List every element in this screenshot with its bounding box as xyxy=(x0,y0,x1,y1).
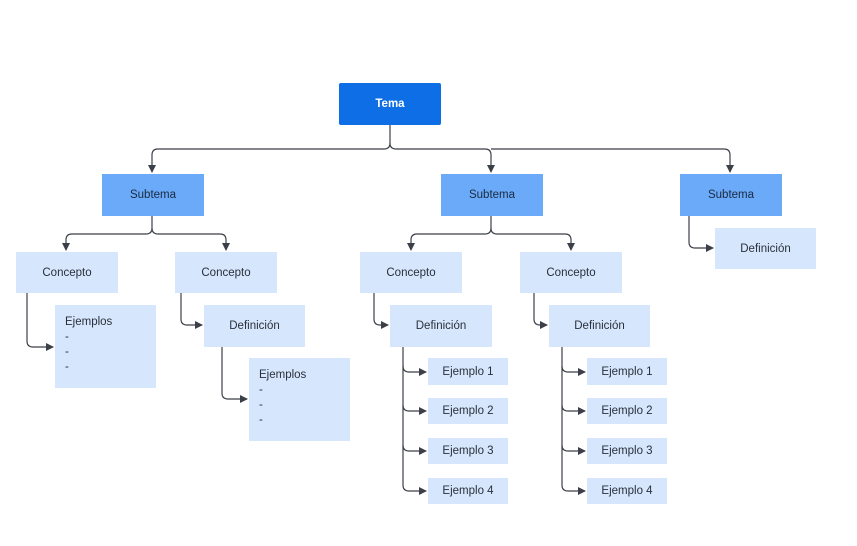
example-label: Ejemplo 3 xyxy=(601,445,653,457)
connector xyxy=(26,293,54,351)
example-bullet: - xyxy=(65,346,69,358)
definition-node[interactable]: Definición xyxy=(549,305,650,347)
concept-node-3[interactable]: Concepto xyxy=(360,252,462,293)
connector xyxy=(491,148,734,173)
definition-node[interactable]: Definición xyxy=(204,305,305,347)
example-node[interactable]: Ejemplo 1 xyxy=(587,358,667,385)
concept-node-4[interactable]: Concepto xyxy=(520,252,622,293)
connector xyxy=(688,216,714,252)
definition-node[interactable]: Definición xyxy=(390,305,492,347)
examples-title: Ejemplos xyxy=(65,316,113,328)
example-bullet: - xyxy=(259,414,263,426)
connector xyxy=(151,227,230,251)
connector xyxy=(561,404,586,415)
example-label: Ejemplo 3 xyxy=(442,445,494,457)
root-label: Tema xyxy=(375,98,405,110)
example-node[interactable]: Ejemplo 2 xyxy=(587,398,667,424)
connector xyxy=(561,444,586,455)
connector xyxy=(148,125,391,173)
definition-label: Definición xyxy=(740,242,791,255)
connector xyxy=(402,404,427,415)
definition-label: Definición xyxy=(229,320,280,332)
subtopic-label: Subtema xyxy=(707,189,755,201)
connector xyxy=(490,227,575,251)
connector xyxy=(402,444,427,455)
connector xyxy=(402,365,427,376)
connector xyxy=(402,347,427,495)
example-bullet: - xyxy=(65,331,69,343)
connector xyxy=(62,216,153,251)
connector xyxy=(389,142,495,173)
connector xyxy=(533,293,548,329)
connector xyxy=(373,293,389,329)
definition-label: Definición xyxy=(574,320,625,332)
example-bullet: - xyxy=(259,399,263,411)
examples-box[interactable]: Ejemplos - - - xyxy=(55,305,156,388)
example-label: Ejemplo 1 xyxy=(442,365,494,378)
connector xyxy=(561,365,586,376)
concept-label: Concepto xyxy=(201,266,251,279)
connector xyxy=(180,293,203,329)
connector xyxy=(221,347,248,403)
subtopic-label: Subtema xyxy=(468,189,516,201)
example-node[interactable]: Ejemplo 3 xyxy=(587,438,667,464)
connector xyxy=(561,347,586,495)
subtopic-node-2[interactable]: Subtema xyxy=(441,174,543,216)
examples-box[interactable]: Ejemplos - - - xyxy=(249,358,350,441)
concept-label: Concepto xyxy=(386,266,436,279)
connector xyxy=(407,216,492,251)
example-node[interactable]: Ejemplo 4 xyxy=(428,478,508,504)
concept-label: Concepto xyxy=(546,266,596,279)
example-bullet: - xyxy=(259,384,263,396)
concept-label: Concepto xyxy=(42,266,92,279)
example-bullet: - xyxy=(65,361,69,373)
example-label: Ejemplo 2 xyxy=(442,405,494,417)
root-node[interactable]: Tema xyxy=(339,83,441,125)
examples-title: Ejemplos xyxy=(259,369,307,381)
subtopic-node-3[interactable]: Subtema xyxy=(680,174,782,216)
example-label: Ejemplo 2 xyxy=(601,405,653,417)
example-node[interactable]: Ejemplo 4 xyxy=(587,478,667,504)
definition-node[interactable]: Definición xyxy=(715,228,816,269)
example-node[interactable]: Ejemplo 3 xyxy=(428,438,508,464)
example-node[interactable]: Ejemplo 1 xyxy=(428,358,508,385)
example-node[interactable]: Ejemplo 2 xyxy=(428,398,508,424)
concept-node-2[interactable]: Concepto xyxy=(175,252,277,293)
example-label: Ejemplo 1 xyxy=(601,365,653,378)
definition-label: Definición xyxy=(415,320,467,332)
subtopic-label: Subtema xyxy=(129,189,177,201)
example-label: Ejemplo 4 xyxy=(601,485,653,497)
concept-node-1[interactable]: Concepto xyxy=(16,252,118,293)
example-label: Ejemplo 4 xyxy=(442,485,494,497)
subtopic-node-1[interactable]: Subtema xyxy=(102,174,204,216)
